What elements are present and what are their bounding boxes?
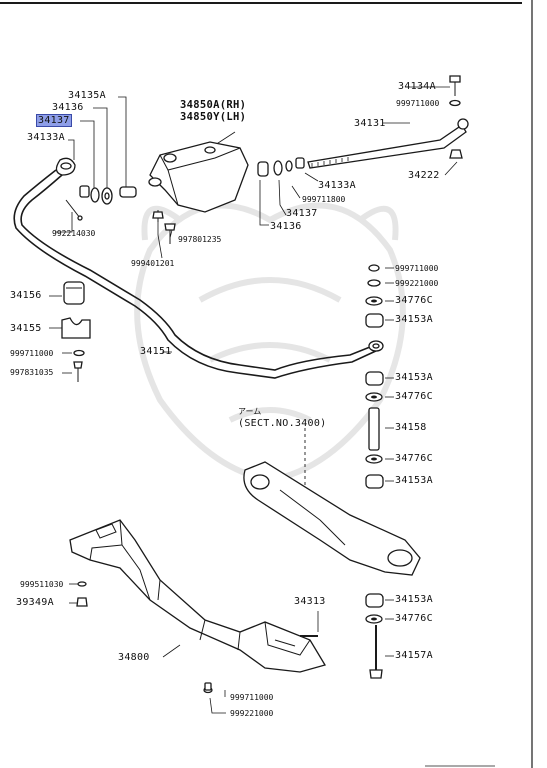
part-label-34153A-1[interactable]: 34153A [395,314,433,325]
front-crossmember [69,519,326,694]
part-label-34850Y-lh[interactable]: 34850Y(LH) [180,111,247,123]
part-label-34158[interactable]: 34158 [395,422,427,433]
part-label-34800[interactable]: 34800 [118,652,150,663]
part-label-34157A[interactable]: 34157A [395,650,433,661]
crossmember-bracket [148,141,249,244]
part-label-34153A-3[interactable]: 34153A [395,475,433,486]
part-label-999711000-bottom[interactable]: 999711000 [230,693,274,702]
part-label-34776C-1[interactable]: 34776C [395,295,433,306]
part-label-34133A-right[interactable]: 34133A [318,180,356,191]
strut-mount-stack [365,264,384,679]
bar-bushing-clamp [61,281,91,382]
part-label-34131[interactable]: 34131 [354,118,386,129]
part-label-34222[interactable]: 34222 [408,170,440,181]
part-label-34136-right[interactable]: 34136 [270,221,302,232]
part-label-997831035[interactable]: 997831035 [10,368,54,377]
part-label-997801235[interactable]: 997801235 [178,235,222,244]
part-label-34137-right[interactable]: 34137 [286,208,318,219]
part-label-992214030[interactable]: 992214030 [52,229,96,238]
part-label-34776C-4[interactable]: 34776C [395,613,433,624]
part-label-34133A[interactable]: 34133A [27,132,65,143]
part-label-34153A-2[interactable]: 34153A [395,372,433,383]
part-label-999221000-bottom[interactable]: 999221000 [230,709,274,718]
stabilizer-end-hardware [65,185,137,221]
part-label-999711000-left[interactable]: 999711000 [10,349,54,358]
part-label-999511030[interactable]: 999511030 [20,580,64,589]
part-label-34137-highlighted[interactable]: 34137 [36,114,72,127]
samurai-watermark [134,202,406,484]
control-arm [243,461,421,576]
part-label-999221000-stack[interactable]: 999221000 [395,279,439,288]
arm-section-reference[interactable]: (SECT.NO.3400) [238,418,327,429]
leader-lines [49,86,458,714]
part-label-34155[interactable]: 34155 [10,323,42,334]
part-label-999711000-stack[interactable]: 999711000 [395,264,439,273]
part-label-39349A[interactable]: 39349A [16,597,54,608]
part-label-34850A-rh[interactable]: 34850A(RH) [180,99,247,111]
part-label-34134A[interactable]: 34134A [398,81,436,92]
part-label-34156[interactable]: 34156 [10,290,42,301]
part-label-34776C-2[interactable]: 34776C [395,391,433,402]
part-label-999401201[interactable]: 999401201 [131,259,175,268]
part-label-999711000-top[interactable]: 999711000 [396,99,440,108]
part-label-34313[interactable]: 34313 [294,596,326,607]
part-label-999711800[interactable]: 999711800 [302,195,346,204]
tension-rod [257,75,469,177]
part-label-34151[interactable]: 34151 [140,346,172,357]
part-label-34776C-3[interactable]: 34776C [395,453,433,464]
part-label-34135A[interactable]: 34135A [68,90,106,101]
arm-label-japanese: アーム [238,407,262,416]
stabilizer-bar [13,157,384,379]
part-label-34136[interactable]: 34136 [52,102,84,113]
part-label-34153A-4[interactable]: 34153A [395,594,433,605]
